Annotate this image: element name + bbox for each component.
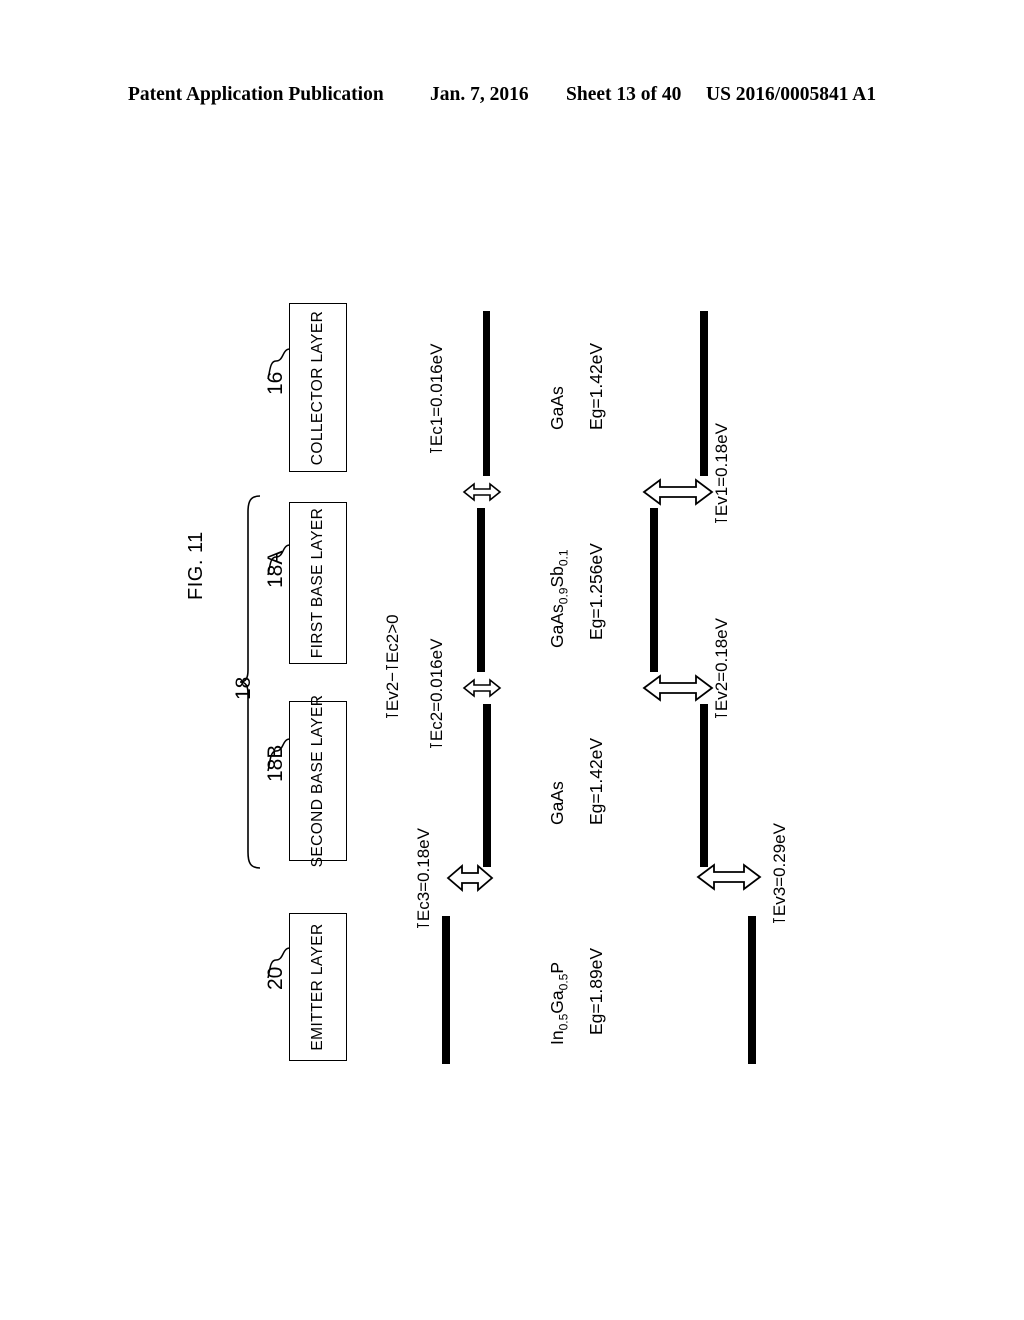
layer-box-second-base-label: SECOND BASE LAYER: [309, 694, 326, 868]
label-delta-ev1: ⊺Ev1=0.18eV: [712, 423, 731, 525]
label-delta-ec1: ⊺Ec1=0.016eV: [427, 343, 446, 455]
lead-line-18A: [267, 544, 291, 576]
band-bar-valence-emitter: [748, 916, 756, 1064]
label-delta-ev2: ⊺Ev2=0.18eV: [712, 618, 731, 720]
arrow-delta-ec2: [462, 678, 502, 698]
lead-line-20: [267, 947, 291, 979]
label-delta-ev3: ⊺Ev3=0.29eV: [770, 823, 789, 925]
header-patent-number-text: US 2016/0005841 A1: [706, 84, 877, 105]
band-bar-conduction-first-base: [477, 508, 485, 672]
layer-box-collector: COLLECTOR LAYER: [289, 303, 347, 472]
ref-numeral-18: 18: [232, 676, 255, 700]
arrow-delta-ev2: [642, 674, 714, 702]
label-condition-ev2-ec2: ⊺Ev2−⊺Ec2>0: [383, 614, 402, 720]
layer-box-emitter-label: EMITTER LAYER: [309, 923, 326, 1051]
layer-box-second-base: SECOND BASE LAYER: [289, 695, 347, 867]
band-bar-conduction-emitter: [442, 916, 450, 1064]
arrow-delta-ev1: [642, 478, 714, 506]
layer-box-collector-label: COLLECTOR LAYER: [309, 310, 326, 465]
material-bandgap-second-base: Eg=1.42eV: [586, 737, 606, 825]
layer-box-first-base: FIRST BASE LAYER: [289, 502, 347, 664]
base-group-bracket: [239, 495, 261, 869]
band-bar-valence-second-base: [700, 704, 708, 867]
material-label-second-base: GaAs: [547, 781, 567, 825]
material-bandgap-collector: Eg=1.42eV: [586, 342, 606, 430]
material-bandgap-first-base: Eg=1.256eV: [586, 543, 606, 640]
material-label-emitter: In0.5Ga0.5P: [547, 961, 571, 1045]
band-bar-conduction-collector: [483, 311, 490, 476]
figure-label: FIG. 11: [185, 531, 207, 600]
lead-line-18B: [267, 738, 291, 772]
arrow-delta-ec3: [446, 864, 494, 892]
header-publication-text: Patent Application Publication: [128, 84, 384, 105]
material-label-first-base: GaAs0.9Sb0.1: [547, 549, 571, 648]
band-bar-conduction-second-base: [483, 704, 491, 867]
material-bandgap-emitter: Eg=1.89eV: [586, 947, 606, 1035]
layer-box-emitter: EMITTER LAYER: [289, 913, 347, 1061]
material-label-collector: GaAs: [547, 386, 567, 430]
layer-box-first-base-label: FIRST BASE LAYER: [309, 507, 326, 659]
publication-header: Patent Application Publication Jan. 7, 2…: [0, 84, 1024, 114]
lead-line-16: [267, 348, 291, 380]
arrow-delta-ev3: [696, 863, 762, 891]
band-bar-valence-first-base: [650, 508, 658, 672]
header-sheet-text: Sheet 13 of 40: [566, 84, 682, 105]
header-date-text: Jan. 7, 2016: [430, 84, 529, 105]
label-delta-ec2: ⊺Ec2=0.016eV: [427, 638, 446, 750]
label-delta-ec3: ⊺Ec3=0.18eV: [414, 828, 433, 930]
arrow-delta-ec1: [462, 482, 502, 502]
band-bar-valence-collector: [700, 311, 708, 476]
